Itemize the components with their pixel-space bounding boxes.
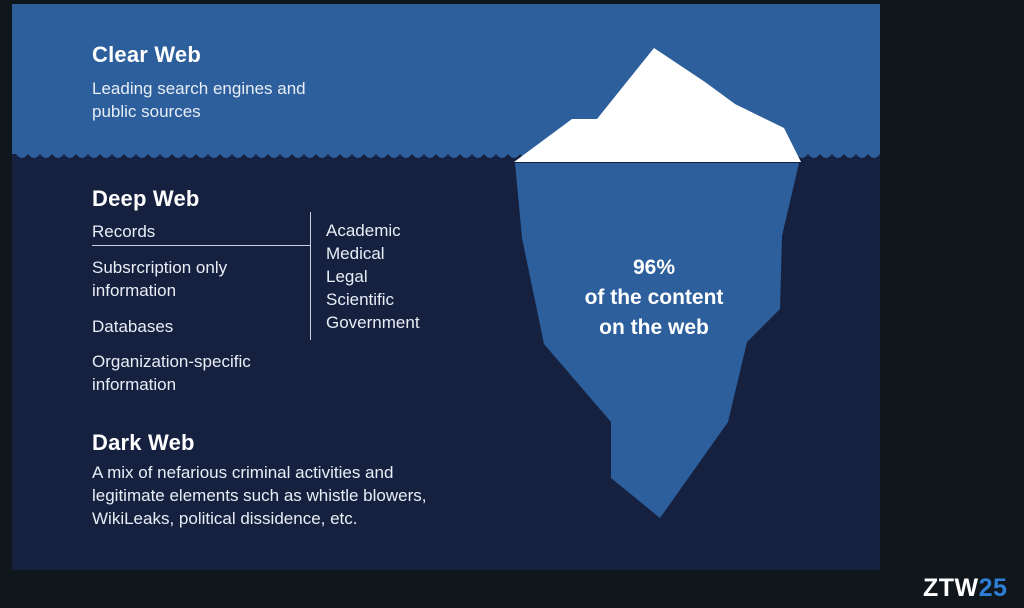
deep-web-category: Scientific — [326, 290, 395, 309]
dark-web-line: A mix of nefarious criminal activities a… — [92, 463, 394, 482]
deep-web-item-line: Organization-specific — [92, 352, 251, 371]
deep-web-item-line: information — [92, 281, 177, 300]
statistic-percent: 96% — [632, 256, 676, 279]
deep-web-divider-vertical — [310, 212, 311, 340]
deep-web-category: Academic — [326, 221, 401, 240]
deep-web-item: Subsrcription only information — [92, 256, 227, 302]
deep-web-item: Records — [92, 220, 155, 243]
statistic-line: on the web — [599, 316, 709, 339]
dark-web-title: Dark Web — [92, 430, 195, 455]
dark-web-line: legitimate elements such as whistle blow… — [92, 486, 427, 505]
deep-web-item-line: Subsrcription only — [92, 258, 228, 277]
deep-web-title: Deep Web — [92, 186, 200, 211]
iceberg-statistic: 96% of the content on the web — [544, 253, 764, 343]
clear-web-line: public sources — [92, 102, 201, 121]
statistic-line: of the content — [584, 286, 724, 309]
iceberg-slide: Clear Web Leading search engines and pub… — [12, 4, 880, 570]
clear-web-description: Leading search engines and public source… — [92, 77, 306, 123]
iceberg-illustration — [12, 4, 880, 518]
clear-web-line: Leading search engines and — [92, 79, 306, 98]
deep-web-item: Organization-specific information — [92, 350, 251, 396]
clear-web-title: Clear Web — [92, 42, 201, 67]
deep-web-item-line: information — [92, 375, 177, 394]
deep-web-categories: Academic Medical Legal Scientific Govern… — [326, 219, 420, 334]
deep-web-category: Legal — [326, 267, 368, 286]
deep-web-category: Government — [326, 313, 420, 332]
ztw25-logo: ZTW25 — [923, 574, 1007, 603]
logo-prefix: ZTW — [923, 574, 979, 602]
deep-web-item-line: Records — [92, 222, 156, 241]
deep-web-divider-horizontal — [92, 245, 310, 246]
iceberg-tip — [514, 48, 801, 162]
dark-web-line: WikiLeaks, political dissidence, etc. — [92, 509, 358, 528]
logo-suffix: 25 — [978, 574, 1008, 602]
iceberg-underwater — [515, 163, 799, 518]
deep-web-item: Databases — [92, 315, 173, 338]
deep-web-item-line: Databases — [92, 317, 174, 336]
dark-web-description: A mix of nefarious criminal activities a… — [92, 461, 426, 530]
deep-web-category: Medical — [326, 244, 385, 263]
